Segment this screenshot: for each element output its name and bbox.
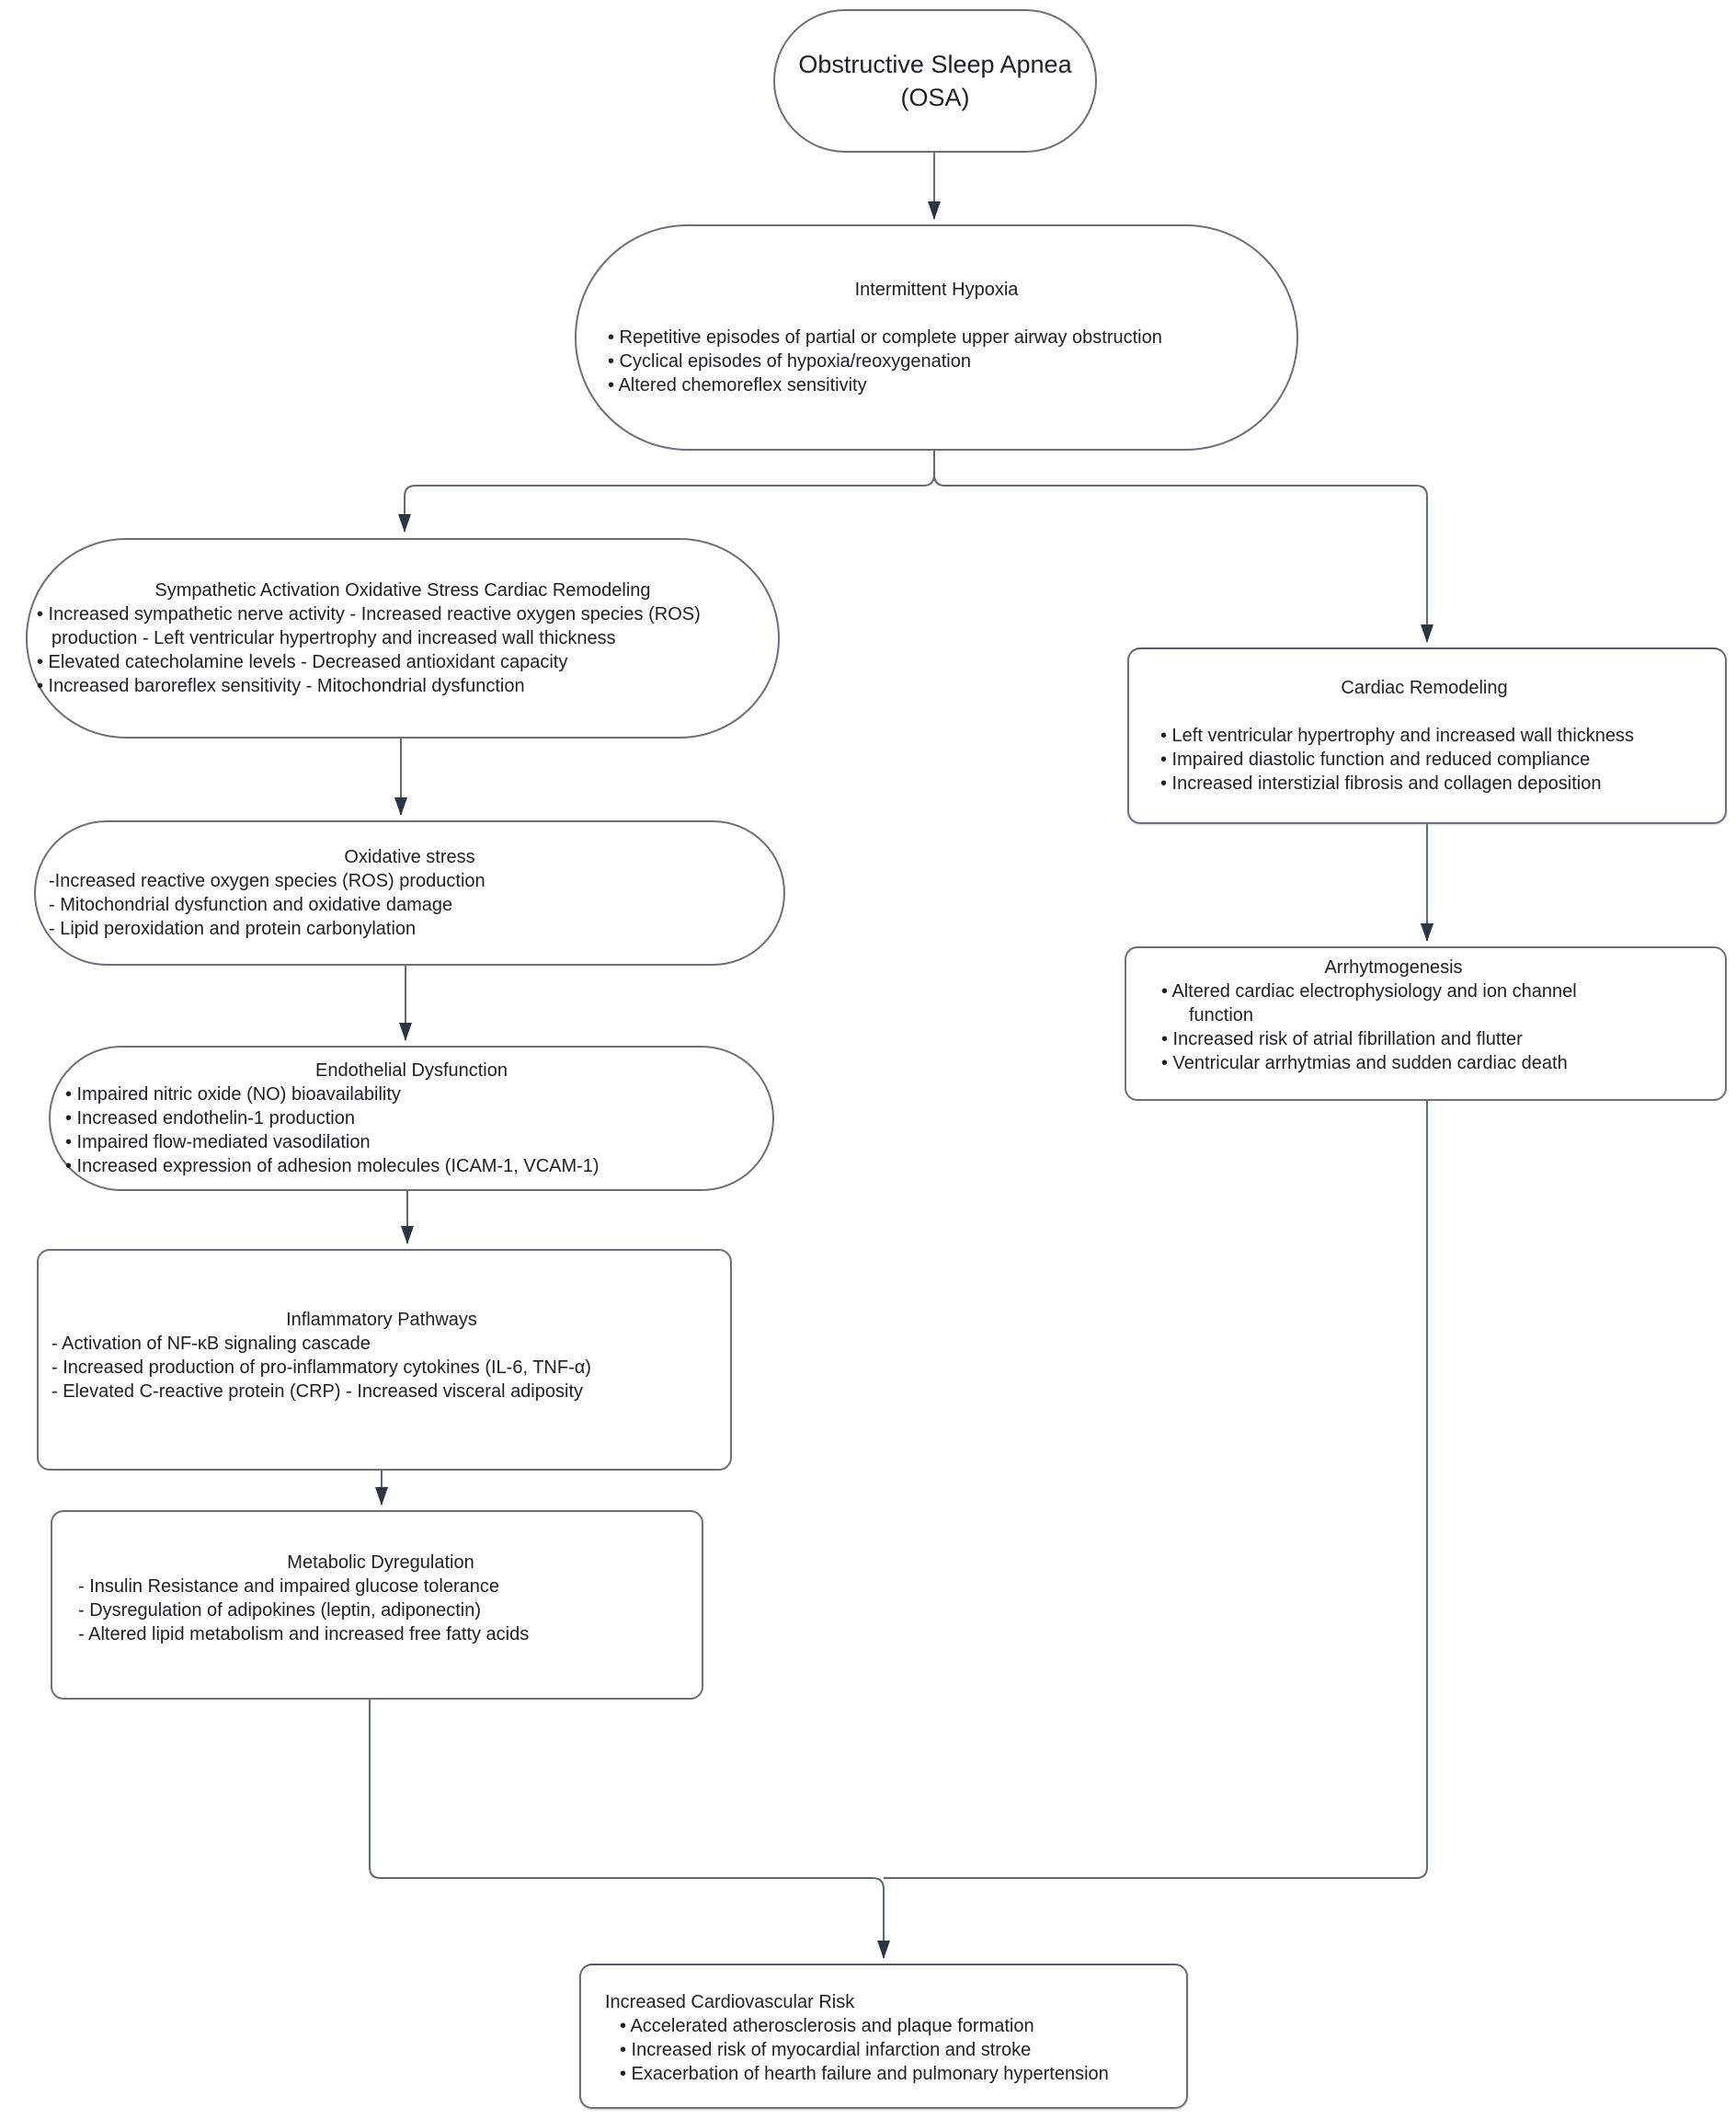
bullet-item: - Increased production of pro-inflammato… [51,1357,591,1378]
bullet-item: • Elevated catecholamine levels - Decrea… [37,652,568,672]
bullet-item: • Increased endothelin-1 production [65,1108,355,1128]
node-endothelial-dysfunction: Endothelial Dysfunction • Impaired nitri… [49,1046,774,1191]
node-title: Endothelial Dysfunction [314,1060,508,1081]
node-inflammatory-pathways: Inflammatory Pathways - Activation of NF… [37,1249,732,1471]
bullet-list: - Insulin Resistance and impaired glucos… [78,1575,683,1646]
bullet-item: • Increased risk of atrial fibrillation … [1161,1029,1523,1049]
bullet-item: • Accelerated atherosclerosis and plaque… [620,2016,1034,2036]
bullet-item: - Elevated C-reactive protein (CRP) - In… [51,1380,583,1402]
bullet-item: • Repetitive episodes of partial or comp… [608,327,1162,348]
node-title: Intermittent Hypoxia [854,280,1019,300]
bullet-item: - Dysregulation of adipokines (leptin, a… [78,1600,482,1621]
bullet-list: - Activation of NF-κB signaling cascade -… [51,1332,712,1403]
bullet-list: • Increased sympathetic nerve activity -… [37,602,769,698]
bullet-item: - Mitochondrial dysfunction and oxidativ… [49,895,453,915]
bullet-item: • Altered chemoreflex sensitivity [608,375,867,395]
node-title: Metabolic Dyregulation [287,1552,474,1573]
node-title: Obstructive Sleep Apnea (OSA) [798,51,1072,111]
bullet-item: - Activation of NF-κB signaling cascade [51,1333,371,1354]
bullet-item: -Increased reactive oxygen species (ROS)… [49,871,485,891]
node-title: Cardiac Remodeling [1341,678,1508,698]
node-arrhytmogenesis: Arrhytmogenesis • Altered cardiac electr… [1125,946,1727,1101]
node-title: Arrhytmogenesis [1324,957,1463,978]
bullet-item: - Altered lipid metabolism and increased… [78,1624,530,1644]
bullet-list: • Repetitive episodes of partial or comp… [599,326,1274,397]
bullet-item: - Insulin Resistance and impaired glucos… [78,1576,500,1597]
node-sympathetic-activation: Sympathetic Activation Oxidative Stress … [26,538,780,739]
node-title: Inflammatory Pathways [286,1309,477,1330]
bullet-list: -Increased reactive oxygen species (ROS)… [49,869,771,941]
bullet-item: • Ventricular arrhytmias and sudden card… [1161,1053,1568,1073]
bullet-item: • Increased interstizial fibrosis and co… [1160,773,1602,794]
node-title: Increased Cardiovascular Risk [605,1992,855,2012]
node-cardiac-remodeling: Cardiac Remodeling • Left ventricular hy… [1127,647,1727,824]
node-title: Sympathetic Activation Oxidative Stress … [154,580,651,601]
connector-hypoxia-cardiac [933,451,1433,643]
bullet-item: • Impaired nitric oxide (NO) bioavailabi… [65,1084,401,1105]
bullet-item: • Increased expression of adhesion molec… [65,1156,600,1176]
bullet-item: • Increased sympathetic nerve activity -… [37,604,701,648]
bullet-item: • Increased risk of myocardial infarctio… [620,2040,1032,2060]
bullet-list: • Altered cardiac electrophysiology and … [1145,979,1642,1075]
bullet-list: • Accelerated atherosclerosis and plaque… [605,2014,1168,2086]
bullet-item: • Impaired diastolic function and reduce… [1160,750,1591,770]
bullet-item: - Lipid peroxidation and protein carbony… [49,919,417,939]
node-intermittent-hypoxia: Intermittent Hypoxia • Repetitive episod… [575,224,1298,451]
node-metabolic-dyregulation: Metabolic Dyregulation - Insulin Resista… [51,1510,703,1700]
bullet-item: • Increased baroreflex sensitivity - Mit… [37,676,525,696]
node-oxidative-stress: Oxidative stress -Increased reactive oxy… [34,820,785,966]
bullet-item: • Impaired flow-mediated vasodilation [65,1132,371,1152]
connector-metabolic-risk [369,1700,890,1959]
node-obstructive-sleep-apnea: Obstructive Sleep Apnea (OSA) [773,9,1097,153]
connector-hypoxia-sympathetic [398,451,935,533]
bullet-item: • Cyclical episodes of hypoxia/reoxygena… [608,351,971,372]
bullet-list: • Impaired nitric oxide (NO) bioavailabi… [65,1082,758,1178]
bullet-item: • Left ventricular hypertrophy and incre… [1160,726,1635,746]
node-title: Oxidative stress [344,847,475,867]
bullet-item: • Altered cardiac electrophysiology and … [1161,981,1577,1025]
connector-arrhythmogenesis-merge [884,1101,1428,1879]
bullet-item: • Exacerbation of hearth failure and pul… [620,2064,1109,2084]
bullet-list: • Left ventricular hypertrophy and incre… [1142,724,1707,796]
node-increased-cardiovascular-risk: Increased Cardiovascular Risk • Accelera… [579,1964,1188,2109]
